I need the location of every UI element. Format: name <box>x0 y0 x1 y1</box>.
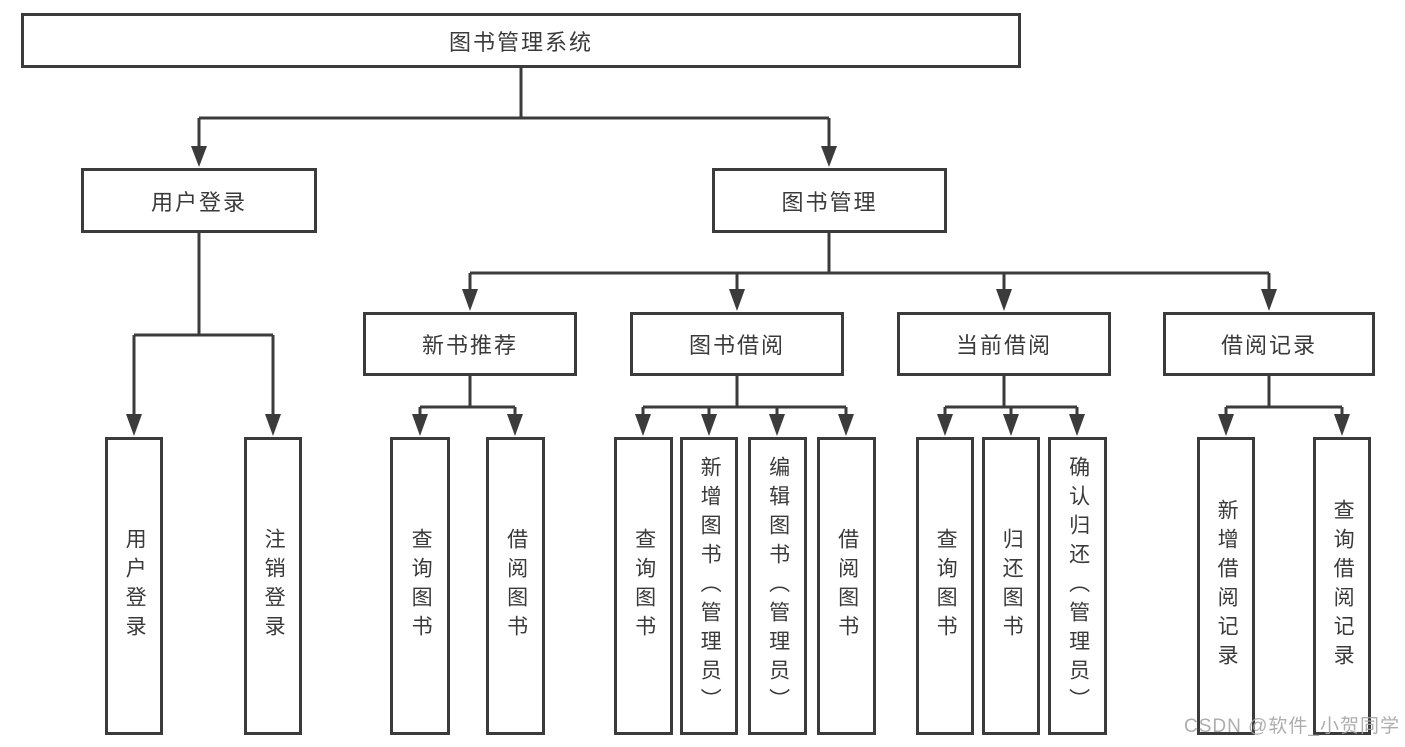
leaf-label: 借阅图书 <box>835 528 859 644</box>
node-label: 新书推荐 <box>421 333 518 358</box>
leaf-add-borrow-record: 新增借阅记录 <box>1197 437 1255 735</box>
arrowheads <box>126 146 1350 436</box>
node-label: 图书管理 <box>781 189 878 215</box>
leaf-return-books: 归还图书 <box>982 437 1040 735</box>
node-user-login-module: 用户登录 <box>81 168 317 233</box>
node-book-management-module: 图书管理 <box>712 168 947 233</box>
leaf-borrow-books: 借阅图书 <box>817 437 876 735</box>
node-current-borrowing: 当前借阅 <box>897 312 1111 376</box>
leaf-query-books-recommend: 查询图书 <box>390 437 450 735</box>
leaf-label: 用户登录 <box>123 528 147 644</box>
leaf-query-borrow-record: 查询借阅记录 <box>1313 437 1371 735</box>
leaf-label: 查询图书 <box>409 528 433 644</box>
leaf-confirm-return-admin: 确认归还（管理员） <box>1048 437 1107 735</box>
leaf-label: 注销登录 <box>262 528 286 644</box>
leaf-label: 新增图书（管理员） <box>698 455 722 717</box>
node-label: 借阅记录 <box>1220 333 1317 358</box>
leaf-label: 借阅图书 <box>504 528 528 644</box>
leaf-label: 查询图书 <box>934 528 958 644</box>
node-borrow-records: 借阅记录 <box>1163 312 1375 376</box>
leaf-user-login: 用户登录 <box>105 437 163 735</box>
leaf-label: 确认归还（管理员） <box>1066 455 1090 717</box>
node-label: 图书管理系统 <box>448 29 593 55</box>
leaf-label: 查询借阅记录 <box>1331 499 1355 673</box>
leaf-query-books-current: 查询图书 <box>916 437 974 735</box>
node-library-management-system: 图书管理系统 <box>21 13 1021 68</box>
node-label: 图书借阅 <box>688 333 785 358</box>
leaf-add-books-admin: 新增图书（管理员） <box>680 437 738 735</box>
leaf-query-books-borrowing: 查询图书 <box>614 437 673 735</box>
leaf-label: 查询图书 <box>632 528 656 644</box>
leaf-edit-books-admin: 编辑图书（管理员） <box>748 437 807 735</box>
csdn-watermark: CSDN @软件_小贺同学 <box>1184 716 1400 737</box>
leaf-label: 归还图书 <box>1000 528 1024 644</box>
node-label: 当前借阅 <box>955 333 1052 358</box>
leaf-label: 编辑图书（管理员） <box>766 455 790 717</box>
leaf-borrow-books-recommend: 借阅图书 <box>486 437 545 735</box>
leaf-logout: 注销登录 <box>244 437 302 735</box>
node-label: 用户登录 <box>150 189 247 215</box>
leaf-label: 新增借阅记录 <box>1215 499 1239 673</box>
node-book-borrowing: 图书借阅 <box>630 312 844 376</box>
node-new-book-recommendation: 新书推荐 <box>363 312 577 376</box>
